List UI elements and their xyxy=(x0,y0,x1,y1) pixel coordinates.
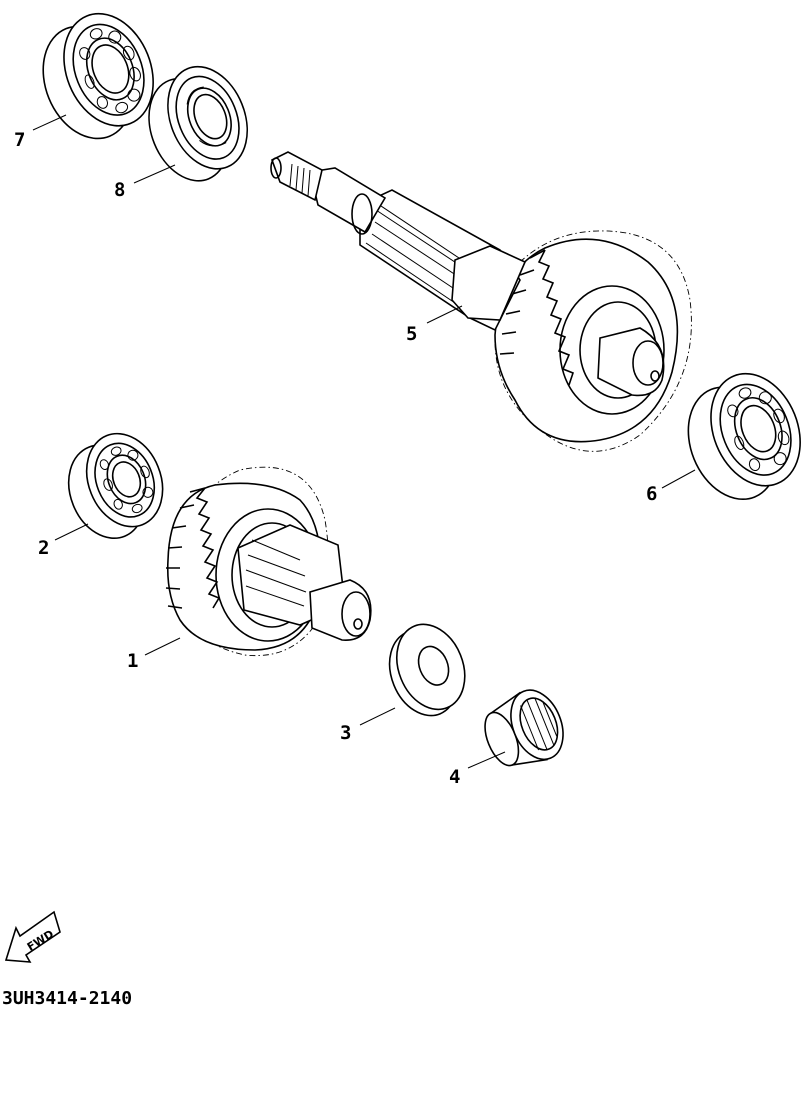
callout-2: 2 xyxy=(38,537,49,559)
callout-6: 6 xyxy=(646,483,657,505)
callout-4: 4 xyxy=(449,766,460,788)
part-4-needle-bearing[interactable] xyxy=(475,682,572,777)
part-2-bearing[interactable] xyxy=(54,422,178,550)
part-3-washer[interactable] xyxy=(376,614,478,726)
part-1-gear[interactable] xyxy=(165,466,372,657)
callout-1: 1 xyxy=(127,650,138,672)
part-8-bearing[interactable] xyxy=(133,55,263,193)
part-6-bearing[interactable] xyxy=(671,360,810,512)
part-7-bearing[interactable] xyxy=(26,0,171,152)
leader-lines xyxy=(32,114,696,769)
part-5-main-shaft[interactable] xyxy=(270,151,692,452)
callout-3: 3 xyxy=(340,722,351,744)
callout-8: 8 xyxy=(114,179,125,201)
part-code: 3UH3414-2140 xyxy=(2,988,132,1009)
callout-7: 7 xyxy=(14,129,25,151)
fwd-arrow-icon: FWD xyxy=(4,910,61,963)
callout-5: 5 xyxy=(406,323,417,345)
